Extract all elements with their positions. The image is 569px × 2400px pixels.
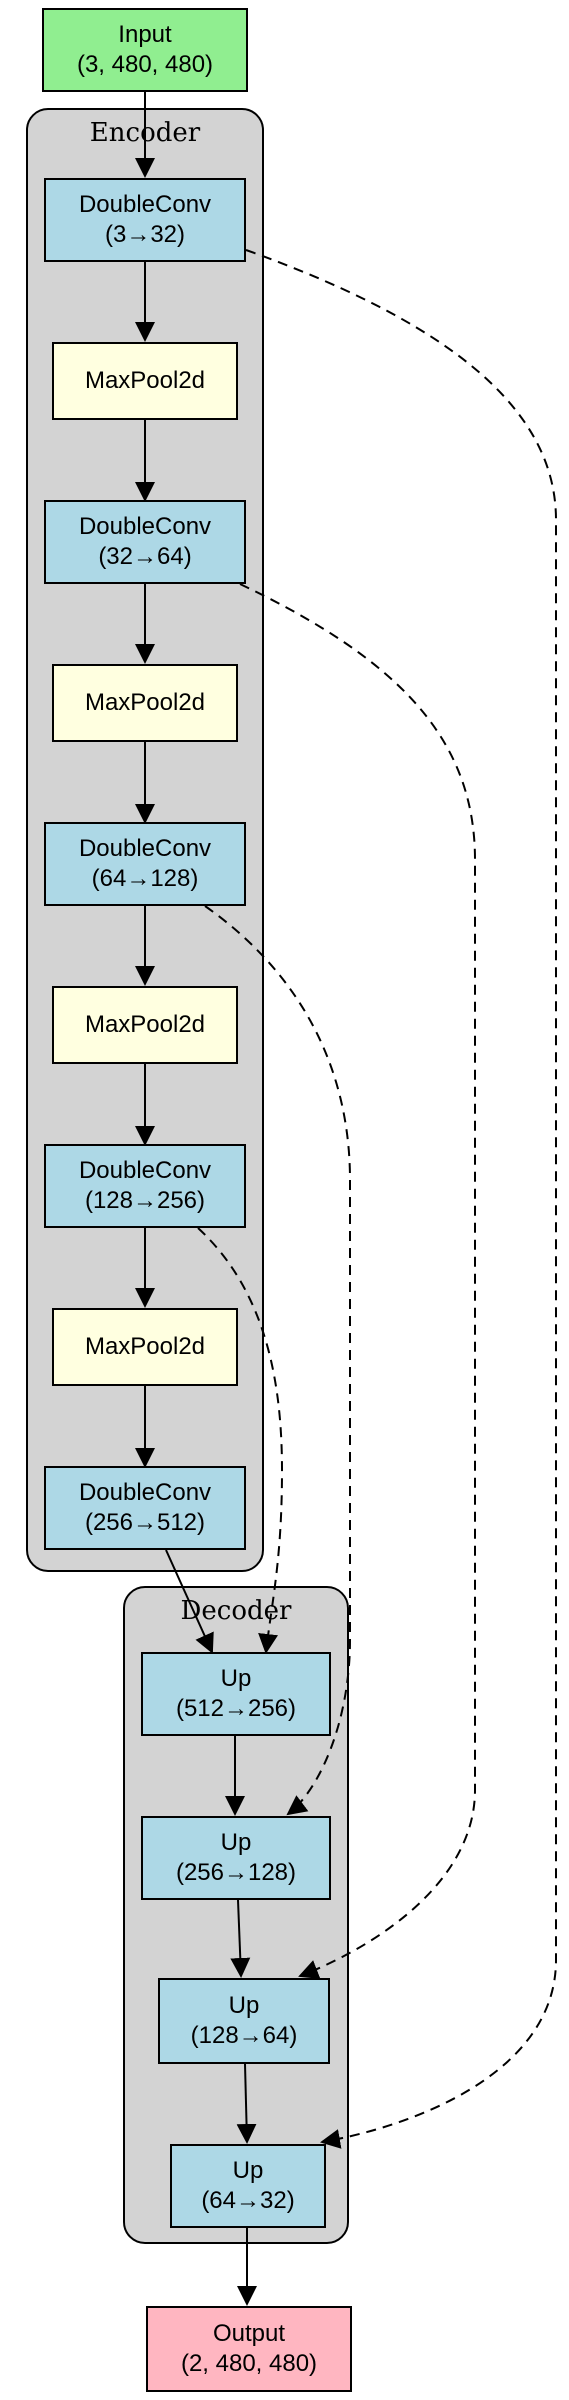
input-node: Input (3, 480, 480): [42, 8, 248, 92]
output-node-title: Output: [212, 2320, 286, 2347]
encoder-maxpool-4: MaxPool2d: [52, 1308, 238, 1386]
encoder-doubleconv-3: DoubleConv (64→128): [44, 822, 246, 906]
encoder-maxpool-2: MaxPool2d: [52, 664, 238, 742]
encoder-doubleconv-2-channels: (32→64): [98, 543, 192, 570]
encoder-doubleconv-2-title: DoubleConv: [78, 513, 212, 540]
decoder-up-4: Up (64→32): [170, 2144, 326, 2228]
input-node-shape: (3, 480, 480): [76, 51, 214, 78]
decoder-up-3-channels: (128→64): [190, 2022, 298, 2049]
output-node-shape: (2, 480, 480): [180, 2350, 318, 2377]
output-node: Output (2, 480, 480): [146, 2306, 352, 2392]
decoder-up-3-title: Up: [228, 1992, 260, 2019]
encoder-doubleconv-4: DoubleConv (128→256): [44, 1144, 246, 1228]
decoder-up-4-channels: (64→32): [201, 2187, 295, 2214]
edge-up2-up3: [230, 1899, 251, 1978]
encoder-doubleconv-1: DoubleConv (3→32): [44, 178, 246, 262]
encoder-doubleconv-4-channels: (128→256): [84, 1187, 206, 1214]
encoder-doubleconv-4-title: DoubleConv: [78, 1157, 212, 1184]
skip-enc2-up3: [239, 583, 476, 1979]
edge-enc5-up1: [165, 1549, 214, 1654]
skip-enc3-up2: [204, 905, 351, 1816]
encoder-doubleconv-1-channels: (3→32): [104, 221, 186, 248]
skip-enc1-up4: [245, 249, 557, 2149]
encoder-doubleconv-5-title: DoubleConv: [78, 1479, 212, 1506]
decoder-up-1-channels: (512→256): [175, 1695, 297, 1722]
encoder-doubleconv-2: DoubleConv (32→64): [44, 500, 246, 584]
encoder-maxpool-2-title: MaxPool2d: [84, 689, 206, 716]
encoder-maxpool-3-title: MaxPool2d: [84, 1011, 206, 1038]
encoder-doubleconv-1-title: DoubleConv: [78, 191, 212, 218]
encoder-doubleconv-3-title: DoubleConv: [78, 835, 212, 862]
skip-enc4-up1: [197, 1227, 284, 1654]
encoder-maxpool-1: MaxPool2d: [52, 342, 238, 420]
decoder-up-2-title: Up: [220, 1829, 252, 1856]
encoder-maxpool-4-title: MaxPool2d: [84, 1333, 206, 1360]
decoder-up-4-title: Up: [232, 2157, 264, 2184]
encoder-maxpool-1-title: MaxPool2d: [84, 367, 206, 394]
encoder-doubleconv-5-channels: (256→512): [84, 1509, 206, 1536]
decoder-up-2-channels: (256→128): [175, 1859, 297, 1886]
encoder-doubleconv-3-channels: (64→128): [91, 865, 199, 892]
decoder-up-1: Up (512→256): [141, 1652, 331, 1736]
decoder-up-3: Up (128→64): [158, 1978, 330, 2064]
decoder-up-1-title: Up: [220, 1665, 252, 1692]
edge-up3-up4: [236, 2063, 257, 2144]
input-node-title: Input: [118, 21, 172, 48]
encoder-doubleconv-5: DoubleConv (256→512): [44, 1466, 246, 1550]
encoder-maxpool-3: MaxPool2d: [52, 986, 238, 1064]
decoder-up-2: Up (256→128): [141, 1816, 331, 1900]
